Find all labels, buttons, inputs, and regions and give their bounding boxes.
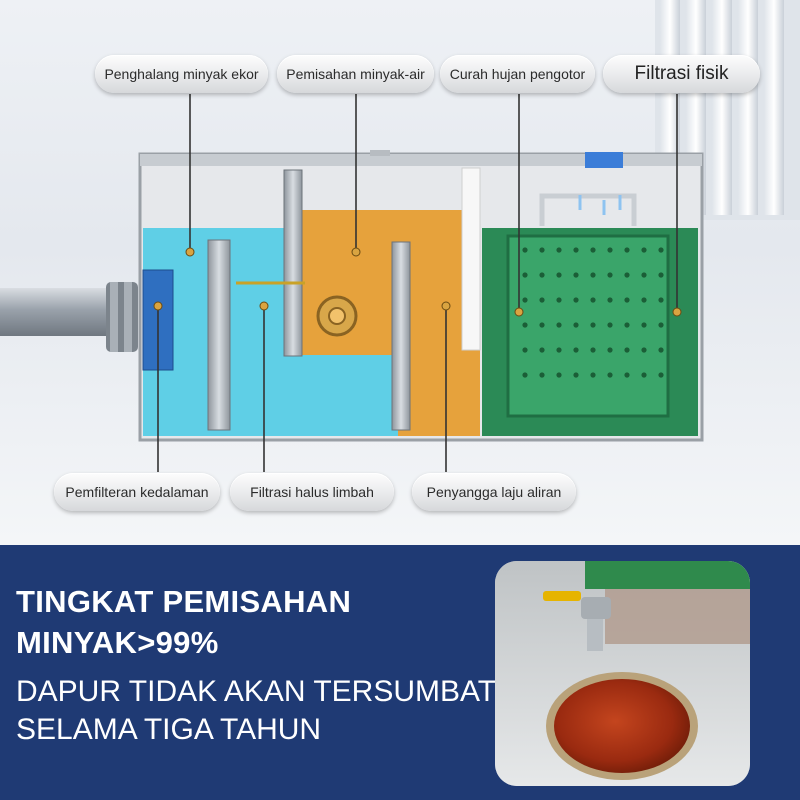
label-curah-hujan-pengotor: Curah hujan pengotor xyxy=(440,55,595,93)
label-pemfilteran-kedalaman: Pemfilteran kedalaman xyxy=(54,473,220,511)
filter-hole xyxy=(641,272,647,278)
product-diagram-section: Penghalang minyak ekor Pemisahan minyak-… xyxy=(0,0,800,545)
headline-line-2: MINYAK>99% xyxy=(16,625,219,660)
filter-hole xyxy=(607,372,613,378)
filter-hole xyxy=(624,347,630,353)
filter-hole xyxy=(590,322,596,328)
filter-hole xyxy=(573,372,579,378)
inlet-pipe xyxy=(0,282,138,352)
filter-hole xyxy=(658,272,664,278)
label-filtrasi-fisik: Filtrasi fisik xyxy=(603,55,760,93)
filter-hole xyxy=(590,247,596,253)
filter-hole xyxy=(522,322,528,328)
filter-hole xyxy=(573,247,579,253)
filter-hole xyxy=(539,297,545,303)
label-pemisahan-minyak-air: Pemisahan minyak-air xyxy=(277,55,434,93)
filter-hole xyxy=(590,272,596,278)
filter-hole xyxy=(658,297,664,303)
filter-hole xyxy=(658,247,664,253)
grease-trap-diagram xyxy=(0,0,784,472)
filter-hole xyxy=(573,297,579,303)
filter-hole xyxy=(590,297,596,303)
filter-hole xyxy=(522,372,528,378)
filter-hole xyxy=(522,272,528,278)
filter-hole xyxy=(539,247,545,253)
filter-hole xyxy=(641,347,647,353)
filter-hole xyxy=(624,297,630,303)
filter-hole xyxy=(607,347,613,353)
filter-hole xyxy=(556,372,562,378)
label-penghalang-minyak-ekor: Penghalang minyak ekor xyxy=(95,55,268,93)
filter-hole xyxy=(607,247,613,253)
headline-line-1: TINGKAT PEMISAHAN xyxy=(16,584,352,619)
filter-hole xyxy=(573,272,579,278)
filter-hole xyxy=(590,372,596,378)
filter-hole xyxy=(641,372,647,378)
filter-hole xyxy=(556,272,562,278)
filter-hole xyxy=(624,372,630,378)
filter-hole xyxy=(539,347,545,353)
tank-body xyxy=(138,150,704,442)
filter-hole xyxy=(624,272,630,278)
label-filtrasi-halus-limbah: Filtrasi halus limbah xyxy=(230,473,394,511)
filter-hole xyxy=(573,322,579,328)
filter-hole xyxy=(607,297,613,303)
subheadline-line-1: DAPUR TIDAK AKAN TERSUMBAT xyxy=(16,675,497,708)
filter-hole xyxy=(590,347,596,353)
filter-hole xyxy=(556,297,562,303)
filter-hole xyxy=(539,372,545,378)
filter-hole xyxy=(624,322,630,328)
filter-hole xyxy=(641,322,647,328)
filter-hole xyxy=(539,272,545,278)
filter-hole xyxy=(658,372,664,378)
filter-hole xyxy=(556,322,562,328)
filter-hole xyxy=(556,347,562,353)
filter-hole xyxy=(556,247,562,253)
subheadline-line-2: SELAMA TIGA TAHUN xyxy=(16,713,322,746)
filter-hole xyxy=(607,272,613,278)
filter-hole xyxy=(658,322,664,328)
filter-hole xyxy=(573,347,579,353)
filter-hole xyxy=(522,347,528,353)
filter-hole xyxy=(522,297,528,303)
oil-bowl-photo xyxy=(495,561,750,786)
filter-hole xyxy=(624,247,630,253)
filter-hole xyxy=(641,247,647,253)
filter-hole xyxy=(522,247,528,253)
label-penyangga-laju-aliran: Penyangga laju aliran xyxy=(412,473,576,511)
oil-bowl-illustration xyxy=(495,561,750,786)
filter-hole xyxy=(539,322,545,328)
leader-lines xyxy=(157,94,678,472)
filter-hole xyxy=(641,297,647,303)
filter-hole xyxy=(658,347,664,353)
filter-hole xyxy=(607,322,613,328)
filter-holes xyxy=(522,247,664,378)
leader-dots xyxy=(153,247,682,317)
